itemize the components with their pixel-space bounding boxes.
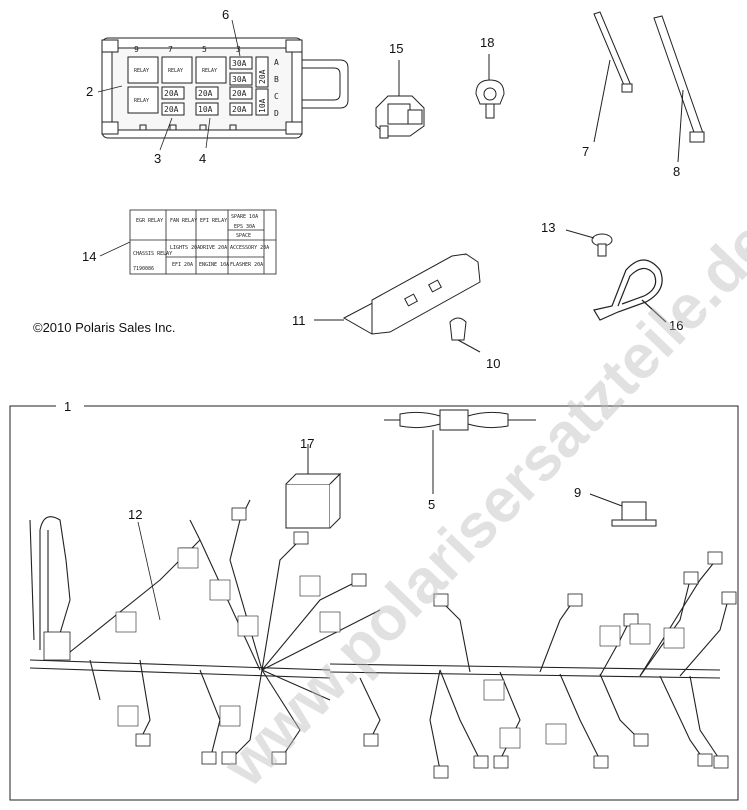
fuse-rating: 20A: [164, 89, 179, 98]
card-cell: SPARE 10A: [231, 214, 258, 220]
callout-10: 10: [486, 356, 500, 371]
callout-leaders: [97, 19, 241, 621]
card-cell: FLASHER 20A: [230, 262, 263, 268]
callout-14: 14: [82, 249, 96, 264]
fuse-rating: 20A: [232, 89, 247, 98]
card-cell: LIGHTS 20A: [170, 245, 200, 251]
card-cell: FAN RELAY: [170, 218, 197, 224]
card-cell: EFI 20A: [172, 262, 193, 268]
fuse-holder-part-5: [384, 409, 536, 494]
callout-15: 15: [389, 41, 403, 56]
fuse-col-label: 7: [168, 45, 173, 54]
callout-11: 11: [292, 313, 306, 328]
callout-1: 1: [64, 399, 71, 414]
copyright-notice: ©2010 Polaris Sales Inc.: [33, 320, 176, 335]
callout-17: 17: [300, 436, 314, 451]
callout-13: 13: [541, 220, 555, 235]
fuse-rating: 20A: [198, 89, 213, 98]
card-cell: EPS 30A: [234, 224, 255, 230]
fuse-row-label: A: [274, 58, 279, 67]
callout-9: 9: [574, 485, 581, 500]
screw-part-10: [449, 317, 481, 353]
connector-part-15: [375, 60, 425, 139]
fuse-rating: 20A: [232, 105, 247, 114]
fuse-rating: 20A: [258, 69, 267, 84]
fuse-rating: 30A: [232, 59, 247, 68]
fuse-rating: 10A: [198, 105, 213, 114]
bracket-part-11: [314, 253, 481, 335]
fuse-rating: 10A: [258, 98, 267, 113]
callout-16: 16: [669, 318, 683, 333]
connector-part-9: [589, 493, 657, 527]
fuse-col-label: 5: [202, 45, 207, 54]
card-cell: DRIVE 20A: [200, 245, 227, 251]
fuse-rating: 20A: [164, 105, 179, 114]
card-cell: ACCESSORY 20A: [230, 245, 269, 251]
card-cell: SPACE: [236, 233, 251, 239]
callout-2: 2: [86, 84, 93, 99]
relay-label: RELAY: [202, 68, 217, 74]
callout-6: 6: [222, 7, 229, 22]
clip-part-18: [475, 54, 505, 119]
fuse-rating: 30A: [232, 75, 247, 84]
card-cell: EFI RELAY: [200, 218, 227, 224]
fuse-box-labels: 9 7 5 3 A B C D RELAY RELAY RELAY RELAY …: [134, 45, 279, 118]
cable-tie-part-8: [653, 15, 705, 163]
card-cell: CHASSIS RELAY: [133, 251, 172, 257]
relay-label: RELAY: [168, 68, 183, 74]
callout-3: 3: [154, 151, 161, 166]
fastener-part-13: [565, 229, 613, 257]
fuse-label-card-text: EGR RELAY FAN RELAY EFI RELAY SPARE 10A …: [133, 214, 269, 272]
callout-5: 5: [428, 497, 435, 512]
callout-8: 8: [673, 164, 680, 179]
callout-12: 12: [128, 507, 142, 522]
relay-part-17: [285, 444, 342, 529]
main-harness-frame: [9, 405, 739, 801]
card-cell: EGR RELAY: [136, 218, 163, 224]
fuse-row-label: C: [274, 92, 279, 101]
relay-label: RELAY: [134, 98, 149, 104]
fuse-label-card: [129, 209, 277, 275]
relay-label: RELAY: [134, 68, 149, 74]
card-part-number: 7190086: [133, 266, 154, 272]
callout-7: 7: [582, 144, 589, 159]
fuse-box: [101, 37, 349, 139]
harness-tags: [115, 547, 685, 749]
card-cell: ENGINE 10A: [199, 262, 229, 268]
cable-tie-part-7: [593, 11, 633, 143]
callout-numbers: 1 2 3 4 5 6 7 8 9 10 11 12 13 14 15 16 1…: [64, 7, 683, 522]
callout-18: 18: [480, 35, 494, 50]
fuse-col-label: 9: [134, 45, 139, 54]
callout-4: 4: [199, 151, 206, 166]
fuse-row-label: D: [274, 109, 279, 118]
clamp-part-16: [593, 259, 667, 323]
fuse-row-label: B: [274, 75, 279, 84]
